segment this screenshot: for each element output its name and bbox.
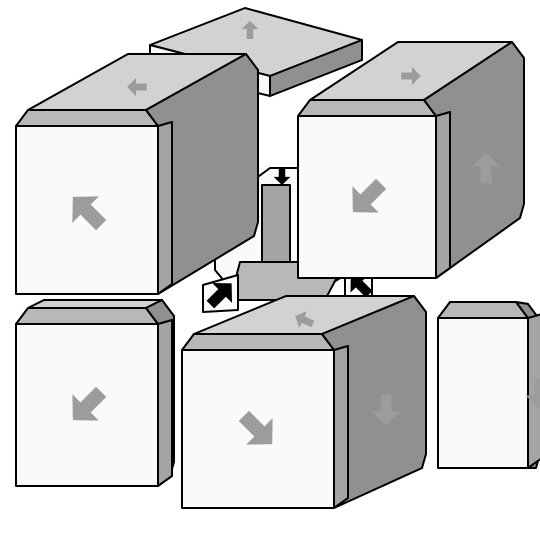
top-arrow-icon bbox=[295, 311, 315, 328]
right-step bbox=[157, 121, 173, 295]
cube-front-left-bottom bbox=[15, 299, 175, 487]
front-face bbox=[437, 317, 529, 469]
top-step bbox=[15, 109, 159, 127]
right-arrow-icon bbox=[525, 378, 540, 410]
cube-front-left-top bbox=[15, 53, 259, 295]
right-step bbox=[435, 111, 451, 279]
top-step bbox=[15, 307, 159, 325]
top-step bbox=[181, 333, 335, 351]
front-arrow-icon bbox=[352, 178, 387, 213]
top-arrow-icon bbox=[127, 77, 147, 97]
right-face bbox=[269, 39, 363, 97]
top-face bbox=[27, 299, 163, 309]
center-arrow-right-icon bbox=[350, 275, 373, 298]
top-arrow-icon bbox=[241, 21, 259, 39]
top-step bbox=[297, 99, 437, 117]
right-arrow-icon bbox=[471, 152, 501, 184]
cube-front-right-top bbox=[297, 41, 525, 279]
front-arrow-icon bbox=[72, 386, 107, 421]
front-arrow-icon bbox=[238, 410, 273, 445]
cube-front-right-bottom bbox=[181, 295, 427, 509]
right-step bbox=[333, 345, 349, 509]
top-step bbox=[437, 301, 529, 319]
cavity-column bbox=[261, 184, 291, 263]
center-arrow-left-icon bbox=[206, 283, 232, 309]
top-arrow-icon bbox=[401, 66, 421, 86]
right-step bbox=[157, 319, 173, 487]
right-arrow-icon bbox=[371, 394, 401, 426]
front-arrow-icon bbox=[72, 196, 107, 231]
right-face bbox=[145, 53, 259, 295]
center-arrow-top-icon bbox=[273, 167, 291, 185]
cube-assembly bbox=[15, 7, 540, 509]
cube-back-right-bottom bbox=[437, 301, 540, 469]
